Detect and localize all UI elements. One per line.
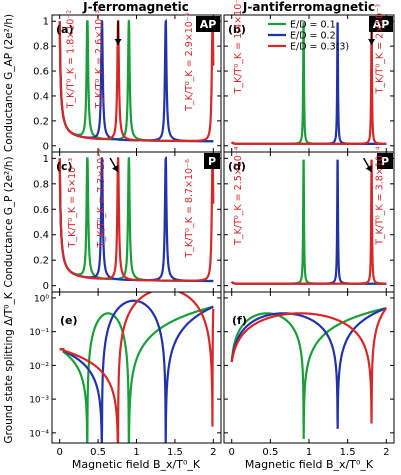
badge-label-a: AP [200, 18, 217, 31]
x-tick-label-f-1: 0.5 [262, 447, 278, 458]
y-tick-label-e-4: 10⁰ [34, 294, 49, 304]
arrow-head-c [112, 165, 119, 172]
series-line-green-d [230, 159, 387, 285]
x-tick-label-f-3: 1.5 [340, 447, 356, 458]
tk-annotation-a-1: T_K/T⁰_K = 2.6×10⁻³ [94, 10, 105, 110]
y-tick-label-a-3: 0.6 [33, 67, 49, 78]
badge-c [204, 153, 220, 169]
y-tick-label-a-4: 0.8 [33, 42, 49, 53]
x-tick-label-f-2: 1 [306, 447, 312, 458]
tk-annotation-d-0: T_K/T⁰_K = 2.5×10⁻⁴ [233, 146, 244, 246]
x-tick-label-e-2: 1 [133, 447, 139, 458]
tk-annotation-a-0: T_K/T⁰_K = 1.8×10⁻² [66, 10, 77, 110]
arrow-head-b [368, 39, 376, 45]
y-tick-label-e-3: 10⁻¹ [29, 328, 49, 338]
x-tick-label-f-0: 0 [229, 447, 235, 458]
badge-label-d: P [381, 155, 389, 168]
tk-annotation-d-1: T_K/T⁰_K = 3.8×10⁻⁴ [374, 146, 385, 246]
y-tick-label-a-1: 0.2 [33, 116, 49, 127]
y-tick-label-c-0: 0 [43, 281, 49, 292]
y-tick-label-c-3: 0.6 [33, 205, 49, 216]
series-line-green-f [230, 307, 387, 439]
y-tick-label-e-1: 10⁻³ [29, 396, 49, 406]
panel-letter-d: (d) [228, 160, 246, 173]
series-line-red-b [230, 22, 387, 145]
panel-letter-c: (c) [56, 160, 73, 173]
series-line-green-e [59, 305, 214, 443]
series-line-red-d [230, 159, 387, 285]
tk-annotation-c-1: T_K/T⁰_K = 7.3×10⁻⁴ [96, 149, 107, 249]
x-tick-label-e-4: 2 [210, 447, 216, 458]
y-tick-label-c-4: 0.8 [33, 179, 49, 190]
panel-letter-a: (a) [56, 23, 73, 36]
badge-label-b: AP [373, 18, 390, 31]
x-tick-label-e-1: 0.5 [90, 447, 106, 458]
badge-label-c: P [208, 155, 216, 168]
series-line-red-e [59, 292, 215, 443]
title-left: J-ferromagnetic [82, 0, 189, 14]
legend-label-0: E/D = 0.1 [290, 20, 336, 31]
series-line-red-a [58, 20, 215, 143]
badge-d [377, 153, 393, 169]
legend-label-2: E/D = 0.3(3) [290, 42, 349, 53]
ylabel-row1: Conductance G_AP (2e²/h) [3, 14, 15, 152]
panel-frame-d [223, 151, 395, 293]
text-layer: 0 0.2 0.4 0.6 0.8 1 (a) AP T_K/T⁰_K = 1.8×10⁻² T_… [3, 0, 389, 471]
y-tick-label-e-2: 10⁻² [29, 362, 49, 372]
ylabel-row3: Ground state splitting Δ/T⁰_K [3, 291, 15, 443]
title-right: J-antiferromagnetic [242, 0, 375, 14]
y-tick-label-c-1: 0.2 [33, 256, 49, 267]
tk-annotation-c-0: T_K/T⁰_K = 5×10⁻³ [67, 158, 78, 249]
series-line-blue-f [230, 307, 387, 429]
x-tick-label-e-0: 0 [56, 447, 62, 458]
y-tick-label-a-2: 0.4 [33, 91, 49, 102]
xlabel-right: Magnetic field B_x/T⁰_K [245, 458, 374, 471]
y-tick-label-e-0: 10⁻⁴ [29, 429, 49, 439]
panel-letter-f: (f) [232, 314, 247, 327]
axes-layer [51, 14, 395, 444]
series-line-blue-d [230, 159, 387, 285]
tk-annotation-b-0: T_K/T⁰_K = 1.4×10⁻³ [233, 0, 244, 94]
y-tick-label-a-5: 1 [43, 17, 49, 28]
badge-b [369, 16, 393, 32]
xlabel-left: Magnetic field B_x/T⁰_K [72, 458, 201, 471]
x-tick-label-f-4: 2 [383, 447, 389, 458]
curves-layer [58, 18, 388, 444]
y-tick-label-c-5: 1 [43, 154, 49, 165]
panel-letter-e: (e) [60, 314, 78, 327]
tk-annotation-b-1: T_K/T⁰_K = 2×10⁻³ [374, 4, 385, 95]
arrow-head-d [365, 165, 372, 172]
legend-label-1: E/D = 0.2 [290, 31, 336, 42]
tk-annotation-a-2: T_K/T⁰_K = 2.9×10⁻⁵ [184, 12, 195, 112]
series-line-red-c [58, 157, 215, 282]
series-line-red-f [230, 307, 388, 424]
panel-letter-b: (b) [228, 23, 246, 36]
x-tick-label-e-3: 1.5 [167, 447, 183, 458]
ylabel-row2: Conductance G_P (2e²/h) [3, 156, 15, 287]
y-tick-label-a-0: 0 [43, 141, 49, 152]
arrow-head-a [114, 39, 122, 45]
series-line-blue-e [59, 299, 214, 443]
tk-annotation-c-2: T_K/T⁰_K = 8.7×10⁻⁶ [184, 159, 195, 259]
panel-frame-a [51, 14, 222, 153]
y-tick-label-c-2: 0.4 [33, 230, 49, 241]
badge-a [196, 16, 220, 32]
